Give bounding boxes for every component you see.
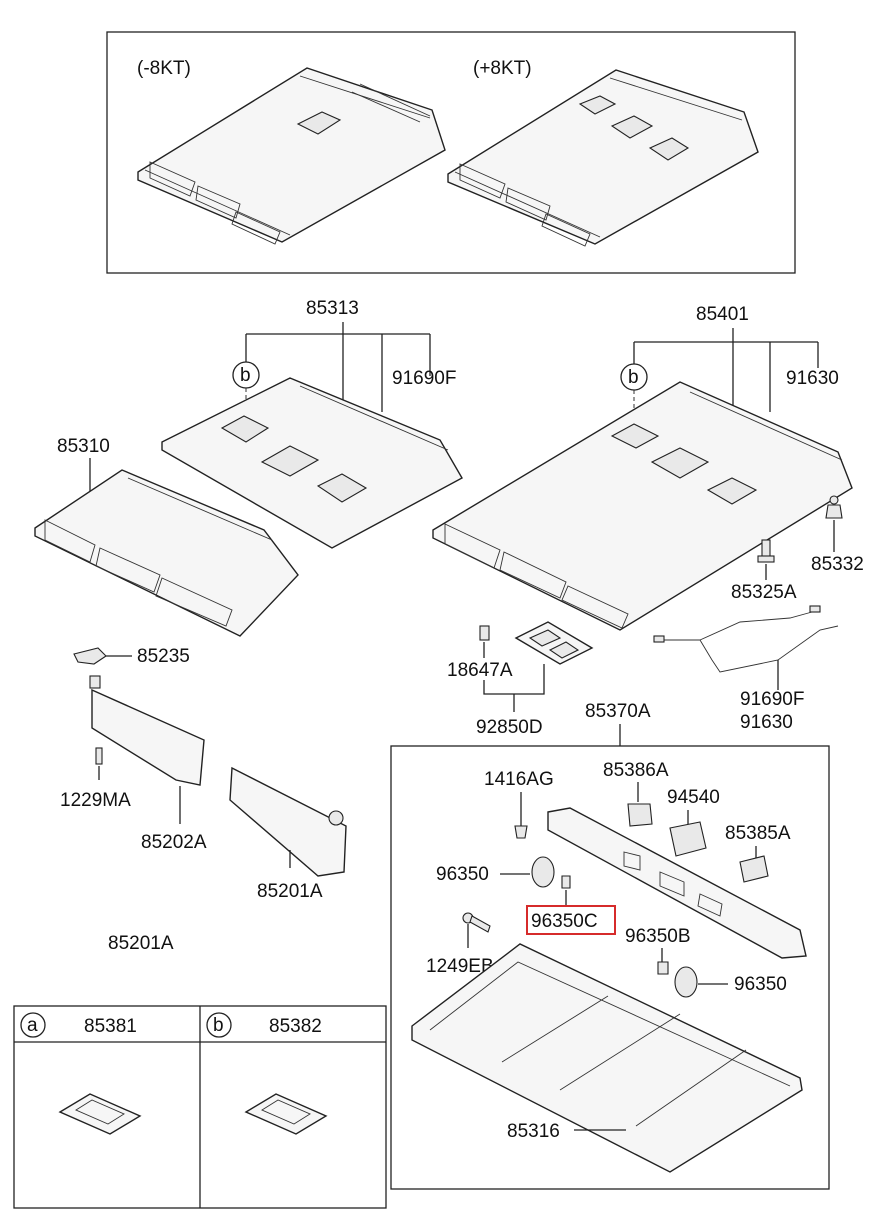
part-1249EB: 1249EB <box>426 956 494 977</box>
grommet-96350-a <box>531 856 555 888</box>
headliner-85310 <box>34 469 299 637</box>
part-91690F-top: 91690F <box>392 368 456 389</box>
part-85201A-2: 85201A <box>108 933 174 954</box>
part-96350-a: 96350 <box>436 864 489 885</box>
clip-85325A <box>757 539 775 563</box>
frame-85316 <box>411 943 803 1173</box>
part-96350-b: 96350 <box>734 974 787 995</box>
part-85401: 85401 <box>696 304 749 325</box>
lens-85382 <box>244 1093 328 1135</box>
legend-callout-b <box>206 1012 232 1038</box>
part-85325A: 85325A <box>731 582 797 603</box>
screw-1249EB <box>462 912 491 933</box>
part-92850D: 92850D <box>476 717 543 738</box>
part-85235: 85235 <box>137 646 190 667</box>
sunvisor-85202A <box>89 675 205 786</box>
variant-plus-label: (+8KT) <box>473 58 532 79</box>
lamp-92850D <box>514 621 594 665</box>
part-85202A: 85202A <box>141 832 207 853</box>
headliner-85401 <box>432 381 853 631</box>
cover-85385A <box>739 855 769 883</box>
svg-text:b: b <box>628 367 639 388</box>
svg-text:b: b <box>213 1015 224 1036</box>
variant-box <box>106 31 796 274</box>
part-96350B: 96350B <box>625 926 691 947</box>
grommet-96350-b <box>674 966 698 998</box>
lens-85381 <box>58 1093 142 1135</box>
sunvisor-85201A <box>229 766 347 877</box>
leader-85401 <box>633 328 819 426</box>
part-85386A: 85386A <box>603 760 669 781</box>
cover-85386A <box>627 803 653 827</box>
part-94540: 94540 <box>667 787 720 808</box>
part-18647A: 18647A <box>447 660 513 681</box>
part-85370A: 85370A <box>585 701 651 722</box>
part-85201A-1: 85201A <box>257 881 323 902</box>
clip-96350C <box>561 875 571 889</box>
part-85385A: 85385A <box>725 823 791 844</box>
clip-1416AG <box>514 825 528 839</box>
headliner-plus-8kt <box>447 69 759 247</box>
legend-callout-a <box>20 1012 46 1038</box>
wiring-harness <box>653 605 839 673</box>
bracket-85235 <box>73 647 107 665</box>
console-box <box>390 745 830 1190</box>
part-91690F-bottom: 91690F <box>740 689 804 710</box>
part-85332: 85332 <box>811 554 864 575</box>
variant-minus-label: (-8KT) <box>137 58 191 79</box>
module-94540 <box>669 821 707 857</box>
highlight-96350C <box>526 905 616 935</box>
svg-text:a: a <box>27 1015 38 1036</box>
part-1229MA: 1229MA <box>60 790 131 811</box>
part-85316: 85316 <box>507 1121 560 1142</box>
part-96350C: 96350C <box>531 911 598 932</box>
leader-85313 <box>245 322 431 426</box>
part-85313: 85313 <box>306 298 359 319</box>
console-85370A <box>547 807 807 959</box>
headliner-85313 <box>161 377 463 549</box>
part-1416AG: 1416AG <box>484 769 554 790</box>
part-91630-top: 91630 <box>786 368 839 389</box>
bulb-18647A <box>479 625 490 641</box>
screw-1229MA <box>95 747 103 765</box>
legend-part-85381: 85381 <box>84 1016 137 1037</box>
part-91630-bottom: 91630 <box>740 712 793 733</box>
headliner-minus-8kt <box>137 67 446 245</box>
clip-96350B <box>657 961 669 975</box>
legend-table <box>13 1005 387 1209</box>
clip-85332 <box>825 495 843 519</box>
svg-text:b: b <box>240 365 251 386</box>
part-85310: 85310 <box>57 436 110 457</box>
legend-part-85382: 85382 <box>269 1016 322 1037</box>
